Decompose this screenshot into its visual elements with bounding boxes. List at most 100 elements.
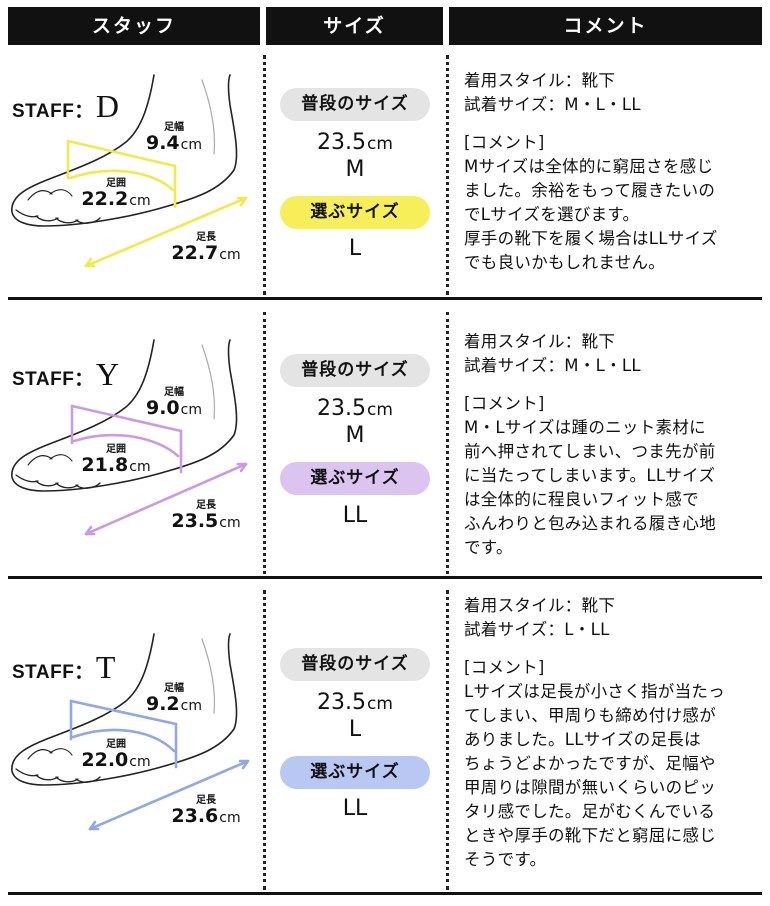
foot-length-label: 足長 <box>196 795 216 806</box>
unit-label: cm <box>367 134 393 154</box>
chosen-size-pill: 選ぶサイズ <box>280 462 430 495</box>
foot-length-measure: 足長 23.6cm <box>166 795 246 827</box>
column-divider <box>263 590 266 890</box>
foot-length-measure: 足長 22.7cm <box>166 232 246 264</box>
row-divider <box>8 576 762 579</box>
foot-width-measure: 足幅 9.2cm <box>142 683 206 715</box>
usual-size-measure: 23.5cm <box>280 396 430 421</box>
unit-label: cm <box>129 754 151 770</box>
comment-block: 着用スタイル：靴下 試着サイズ：L・LL [コメント] Lサイズは足長が小さく指… <box>464 594 764 872</box>
unit-label: cm <box>129 193 151 209</box>
comment-line: は全体的に程良いフィット感で <box>464 490 699 509</box>
row-divider <box>8 892 762 895</box>
foot-girth-measure: 足囲 22.0cm <box>76 739 156 771</box>
foot-width-label: 足幅 <box>164 122 184 133</box>
foot-girth-value: 22.0 <box>81 749 129 771</box>
unit-label: cm <box>180 137 202 153</box>
comment-block: 着用スタイル：靴下 試着サイズ：M・L・LL [コメント] M・Lサイズは踵のニ… <box>464 330 764 560</box>
foot-girth-label: 足囲 <box>106 739 126 750</box>
staff-initial: T <box>95 649 116 685</box>
chosen-size-value: LL <box>342 503 368 528</box>
row-divider <box>8 297 762 300</box>
column-divider <box>446 55 449 295</box>
foot-length-label: 足長 <box>196 500 216 511</box>
staff-row-y: STAFF：Y 足幅 9.0cm 足囲 21.8cm 足長 23.5cm 普段の… <box>8 310 762 574</box>
wear-style: 着用スタイル：靴下 <box>464 596 616 615</box>
staff-initial: Y <box>95 356 120 392</box>
comment-line: 厚手の靴下を履く場合はLLサイズ <box>464 229 718 248</box>
column-divider <box>263 55 266 295</box>
foot-length-measure: 足長 23.5cm <box>166 500 246 532</box>
usual-size-letter: L <box>348 717 362 742</box>
comment-line: ありました。LLサイズの足長は <box>464 730 701 749</box>
unit-label: cm <box>129 459 151 475</box>
usual-size-value: 23.5 <box>317 130 367 155</box>
usual-size-value: 23.5 <box>317 396 367 421</box>
staff-name: STAFF：D <box>12 88 119 125</box>
comment-line: てしまい、甲周りも締め付け感が <box>464 706 716 725</box>
unit-label: cm <box>180 698 202 714</box>
wear-style: 着用スタイル：靴下 <box>464 332 616 351</box>
tried-sizes: 試着サイズ：M・L・LL <box>464 95 641 114</box>
comment-line: タリ感でした。足がむくんでいる <box>464 802 716 821</box>
foot-width-value: 9.2 <box>145 693 180 715</box>
column-divider <box>446 312 449 574</box>
foot-width-value: 9.4 <box>145 132 180 154</box>
comment-heading: [コメント] <box>464 133 545 152</box>
chosen-size-value: L <box>348 236 362 261</box>
staff-row-d: STAFF：D 足幅 9.4cm 足囲 22.2cm 足長 22.7cm 普段の… <box>8 50 762 296</box>
comment-block: 着用スタイル：靴下 試着サイズ：M・L・LL [コメント] Mサイズは全体的に窮… <box>464 69 764 275</box>
comment-line: そうです。 <box>464 850 547 869</box>
staff-name: STAFF：T <box>12 649 116 686</box>
chosen-size-pill: 選ぶサイズ <box>280 756 430 789</box>
foot-width-label: 足幅 <box>164 683 184 694</box>
staff-prefix: STAFF： <box>12 662 94 683</box>
unit-label: cm <box>219 247 241 263</box>
staff-initial: D <box>95 88 120 124</box>
unit-label: cm <box>367 694 393 714</box>
tried-sizes: 試着サイズ：M・L・LL <box>464 356 641 375</box>
unit-label: cm <box>180 402 202 418</box>
staff-row-t: STAFF：T 足幅 9.2cm 足囲 22.0cm 足長 23.6cm 普段の… <box>8 589 762 889</box>
usual-size-pill: 普段のサイズ <box>280 88 430 121</box>
table-header: スタッフ サイズ コメント <box>8 7 762 45</box>
usual-size-measure: 23.5cm <box>280 690 430 715</box>
unit-label: cm <box>219 515 241 531</box>
foot-girth-label: 足囲 <box>106 178 126 189</box>
comment-line: ちょうどよかったですが、足幅や <box>464 754 716 773</box>
comment-line: ときや厚手の靴下だと窮屈に感じ <box>464 826 716 845</box>
foot-length-value: 22.7 <box>171 242 219 264</box>
foot-width-value: 9.0 <box>145 397 180 419</box>
comment-heading: [コメント] <box>464 394 545 413</box>
chosen-size-pill: 選ぶサイズ <box>280 196 430 229</box>
foot-illustration <box>11 74 248 268</box>
comment-line: 前へ押されてしまい、つま先が前 <box>464 442 716 461</box>
foot-girth-label: 足囲 <box>106 444 126 455</box>
comment-line: でLサイズを選びます。 <box>464 205 640 224</box>
foot-girth-measure: 足囲 22.2cm <box>76 178 156 210</box>
usual-size-letter: M <box>345 423 365 448</box>
usual-size-pill: 普段のサイズ <box>280 648 430 681</box>
comment-line: Lサイズは足長が小さく指が当たっ <box>464 682 725 701</box>
comment-line: でも良いかもしれません。 <box>464 253 666 272</box>
usual-size-pill: 普段のサイズ <box>280 354 430 387</box>
wear-style: 着用スタイル：靴下 <box>464 71 616 90</box>
column-divider <box>263 312 266 574</box>
foot-length-value: 23.6 <box>171 805 219 827</box>
foot-girth-value: 22.2 <box>81 188 129 210</box>
staff-prefix: STAFF： <box>12 369 94 390</box>
unit-label: cm <box>219 810 241 826</box>
comment-line: 甲周りは隙間が無いくらいのピッ <box>464 778 716 797</box>
chosen-size-value: LL <box>342 796 368 821</box>
foot-length-label: 足長 <box>196 232 216 243</box>
header-size: サイズ <box>266 7 443 45</box>
comment-line: ました。余裕をもって履きたいの <box>464 181 716 200</box>
foot-girth-value: 21.8 <box>81 454 129 476</box>
tried-sizes: 試着サイズ：L・LL <box>464 620 610 639</box>
comment-line: M・Lサイズは踵のニット素材に <box>464 418 706 437</box>
column-divider <box>446 590 449 890</box>
header-staff: スタッフ <box>8 7 260 45</box>
comment-line: に当たってしまいます。LLサイズ <box>464 466 716 485</box>
foot-illustration <box>11 339 248 536</box>
comment-line: です。 <box>464 538 513 557</box>
